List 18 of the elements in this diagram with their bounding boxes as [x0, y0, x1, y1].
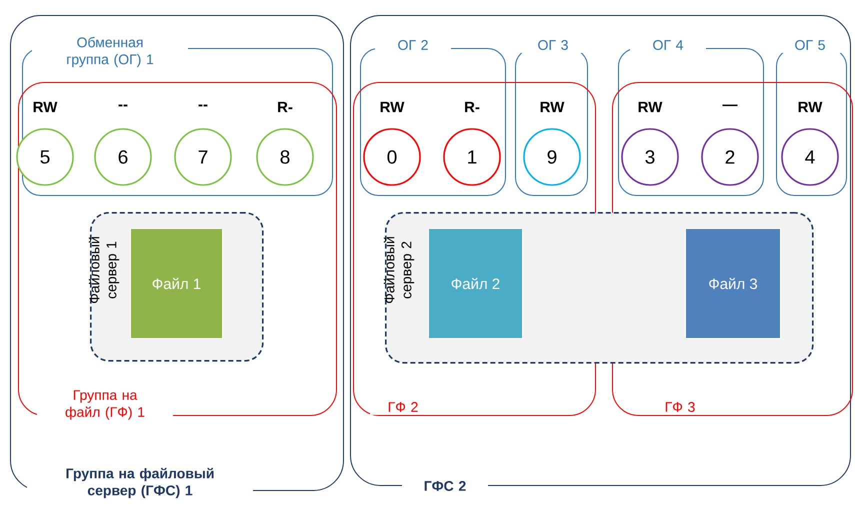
access-label: RW — [638, 102, 662, 112]
access-label: R- — [278, 102, 292, 112]
node-label: Обменная — [77, 36, 142, 48]
access-label: -- — [198, 104, 208, 106]
access-label: -- — [118, 104, 128, 106]
access-label: RW — [34, 102, 58, 112]
node-label: ОГ 4 — [653, 40, 684, 50]
node-label: ОГ 5 — [795, 40, 825, 50]
access-label: RW — [798, 102, 822, 112]
access-label: RW — [380, 102, 404, 112]
file-box: Файл 2 — [428, 228, 523, 339]
node-label: ОГ 2 — [398, 40, 428, 50]
file-box: Файл 3 — [685, 228, 781, 339]
access-label: — — [722, 104, 738, 106]
file-box: Файл 1 — [130, 228, 223, 339]
node-label: ОГ 3 — [538, 40, 568, 50]
access-label: RW — [540, 102, 564, 112]
access-label: R- — [465, 102, 480, 112]
